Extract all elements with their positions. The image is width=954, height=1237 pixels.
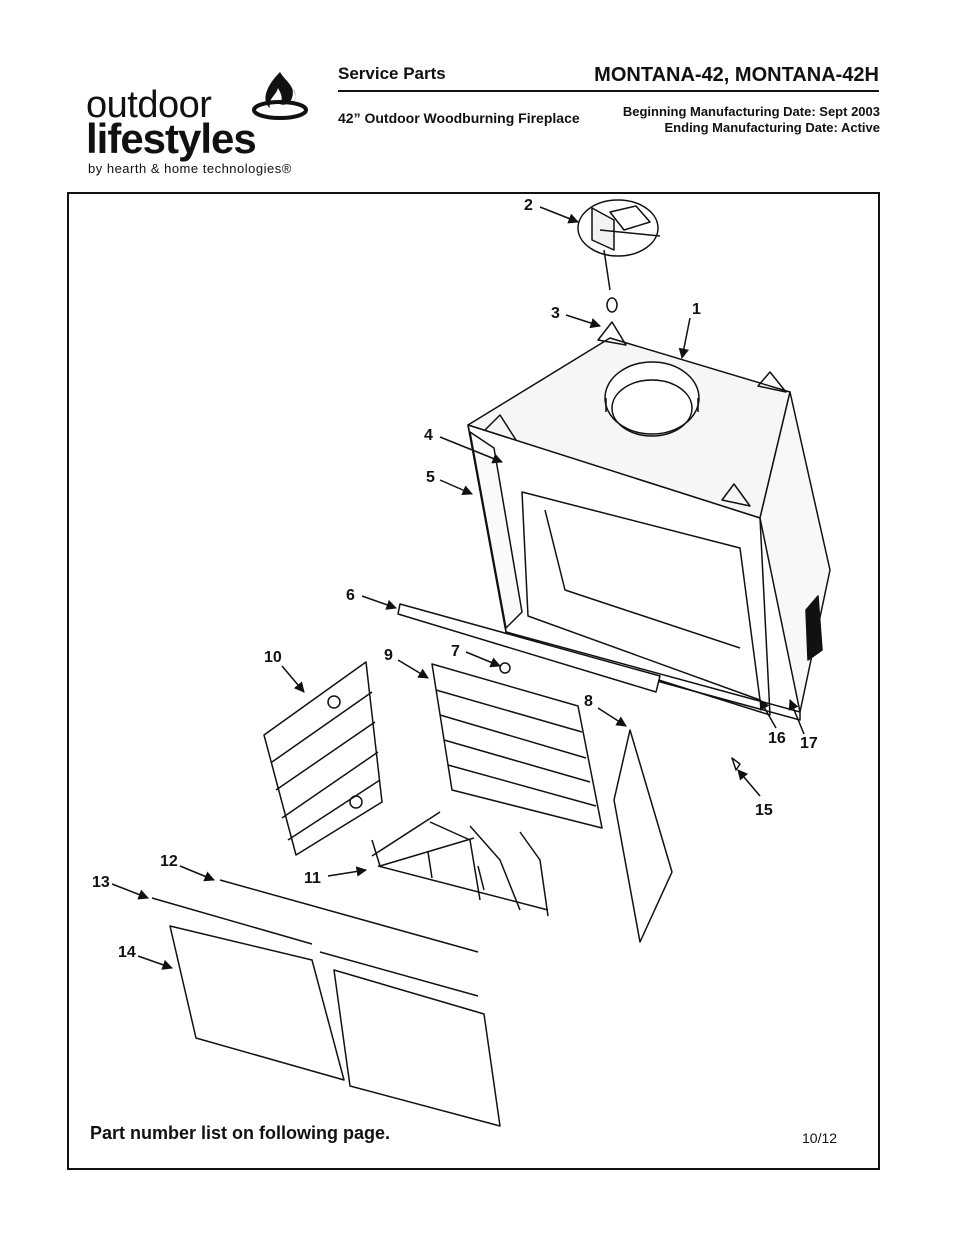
callout-2: 2 — [524, 197, 533, 214]
side-panel-8 — [614, 730, 672, 942]
side-brick-panel — [264, 662, 382, 855]
callout-14: 14 — [118, 944, 136, 961]
callout-6: 6 — [346, 587, 355, 604]
fastener-15 — [732, 758, 740, 770]
log-grate — [372, 812, 548, 916]
callout-4: 4 — [424, 427, 433, 444]
callout-10: 10 — [264, 649, 282, 666]
callout-8: 8 — [584, 693, 593, 710]
callout-9: 9 — [384, 647, 393, 664]
damper-assembly — [578, 200, 660, 312]
callout-3: 3 — [551, 305, 560, 322]
revision-date: 10/12 — [802, 1130, 837, 1146]
callout-5: 5 — [426, 469, 435, 486]
callout-1: 1 — [692, 301, 701, 318]
callout-15: 15 — [755, 802, 773, 819]
fastener-7 — [500, 663, 510, 673]
callout-13: 13 — [92, 874, 110, 891]
screen-rod-12 — [220, 880, 478, 952]
callout-11: 11 — [304, 870, 321, 887]
rear-brick-panel — [432, 664, 602, 828]
callout-17: 17 — [800, 735, 818, 752]
callout-16: 16 — [768, 730, 786, 747]
callout-7: 7 — [451, 643, 460, 660]
footer-note: Part number list on following page. — [90, 1123, 390, 1144]
callout-12: 12 — [160, 853, 178, 870]
